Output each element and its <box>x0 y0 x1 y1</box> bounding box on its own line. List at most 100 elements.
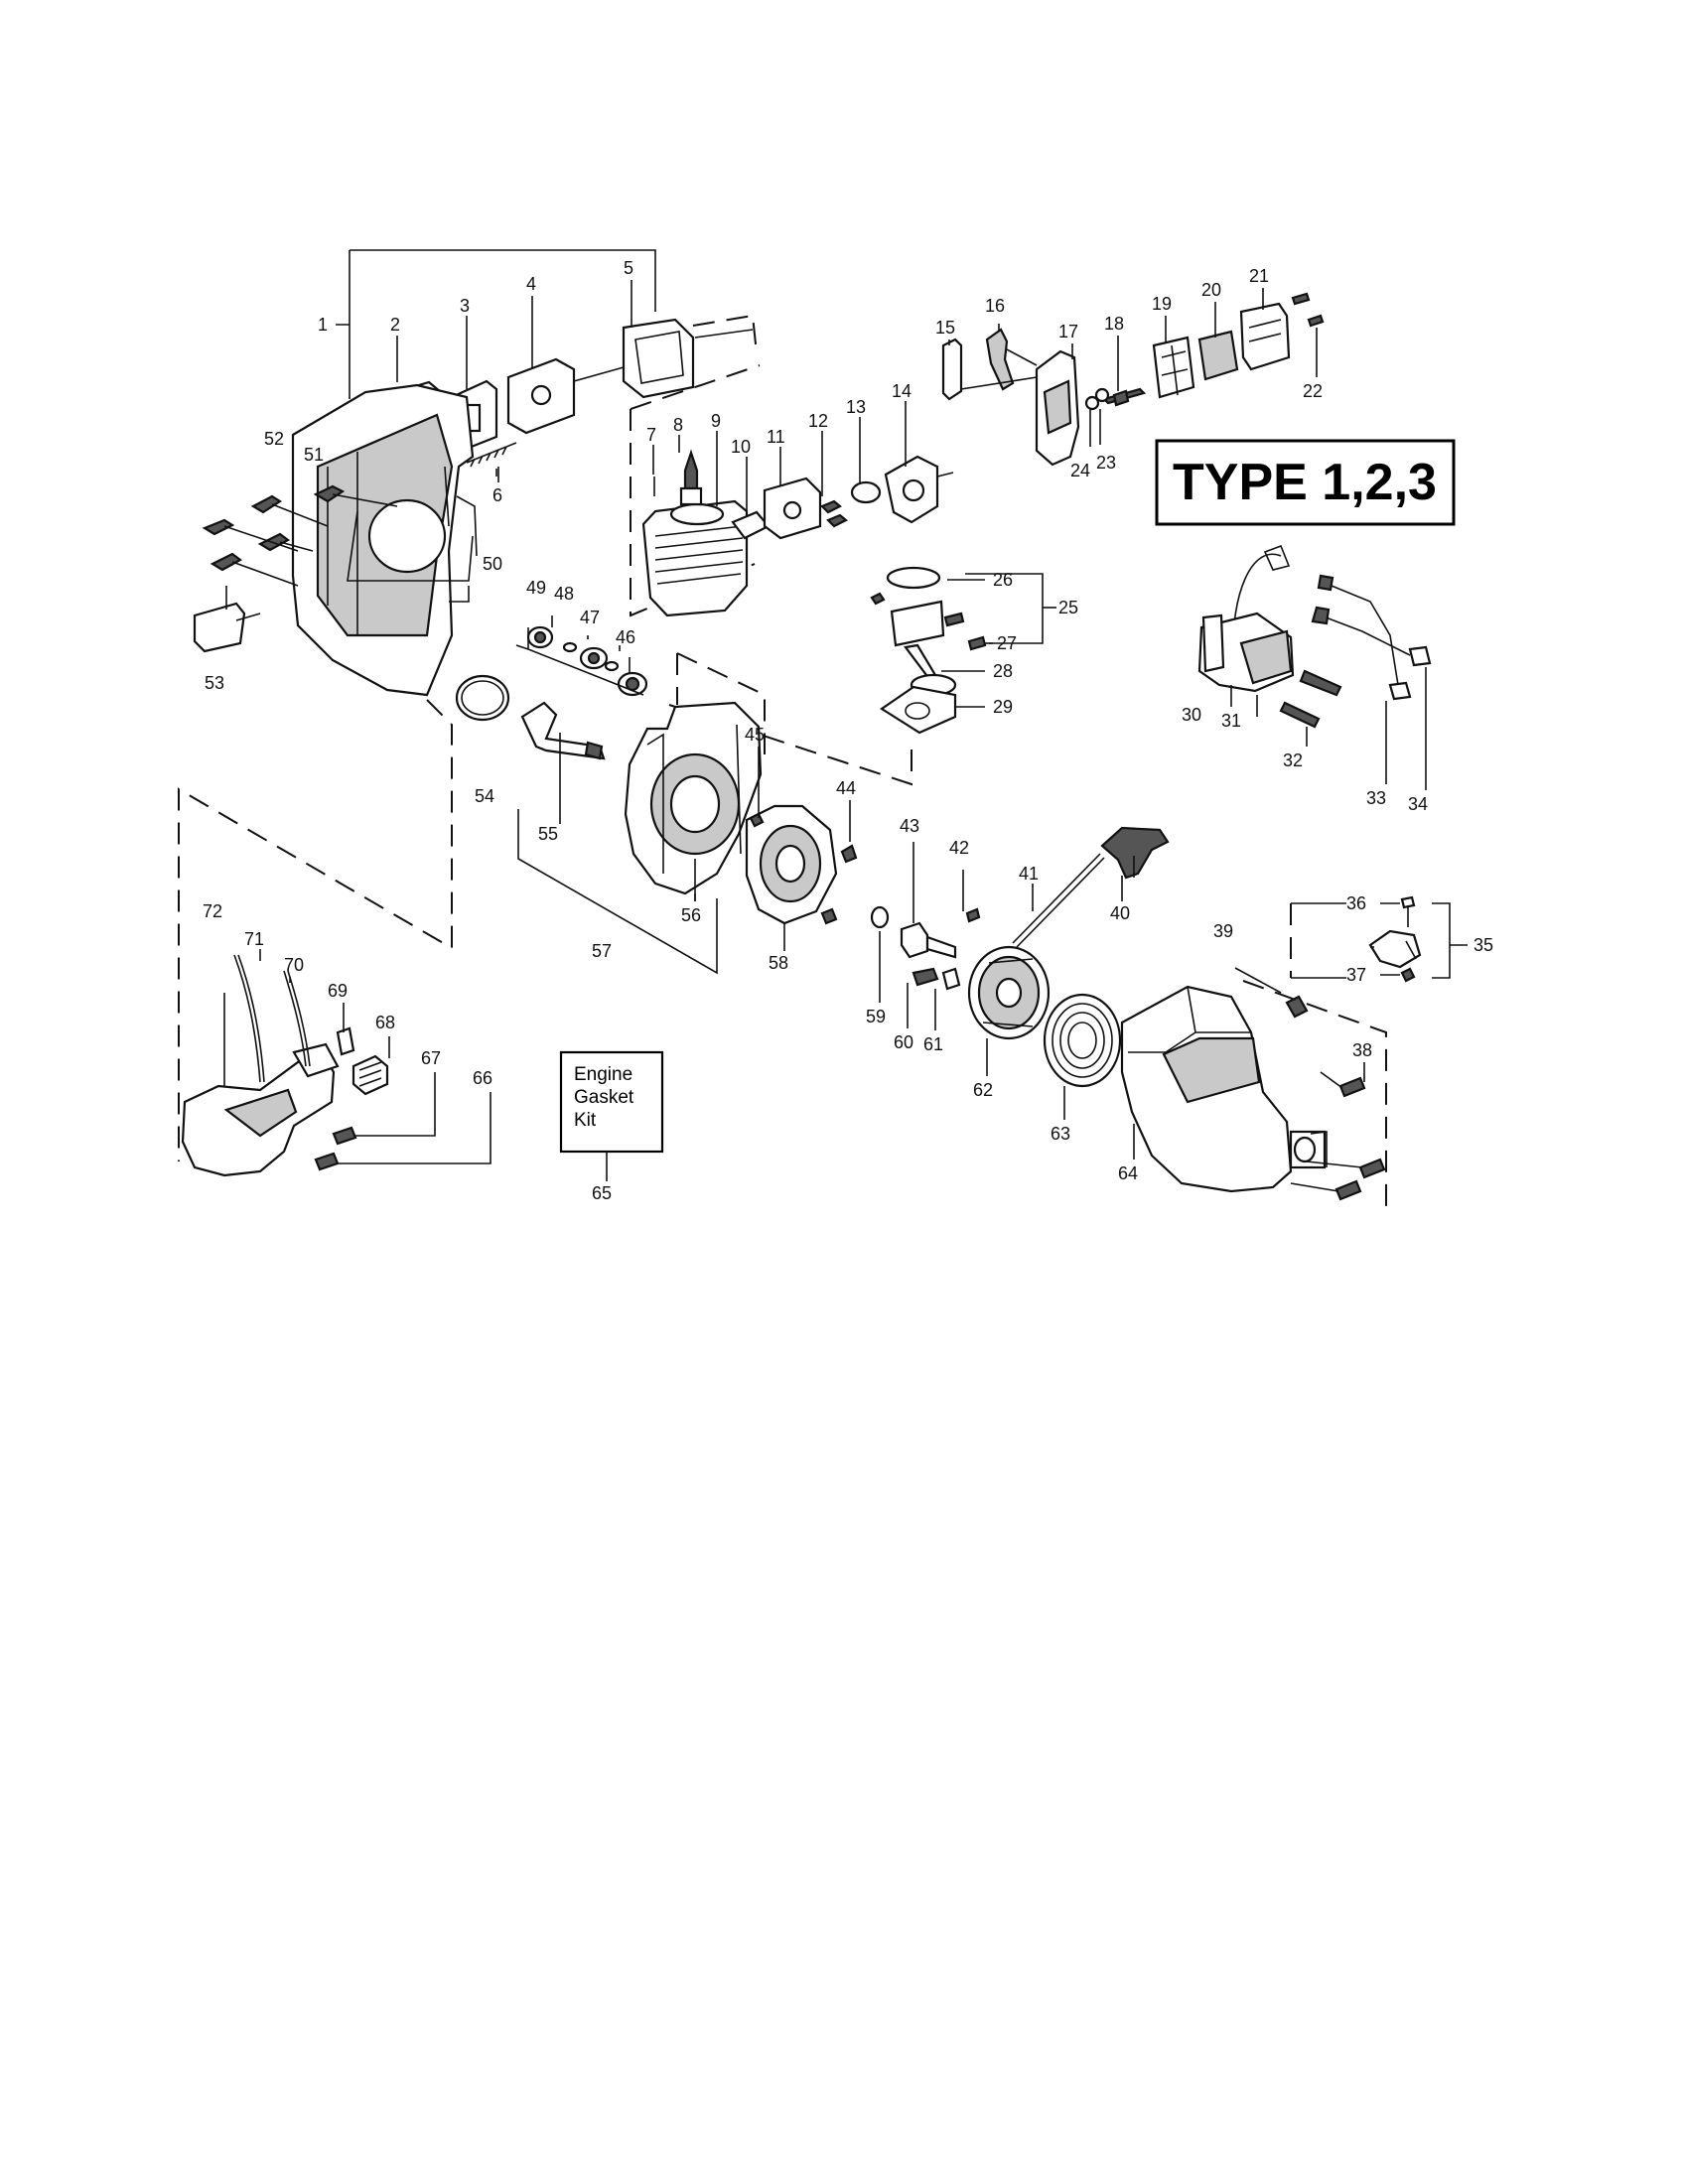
callout-36: 36 <box>1346 893 1366 913</box>
starter-housing-group <box>1120 895 1468 1211</box>
callout-51: 51 <box>304 445 324 465</box>
callout-20: 20 <box>1201 280 1221 300</box>
type-badge: TYPE 1,2,3 <box>1155 439 1456 526</box>
callout-18: 18 <box>1104 314 1124 334</box>
callout-44: 44 <box>836 778 856 798</box>
callout-57: 57 <box>592 941 612 961</box>
svg-text:Engine: Engine <box>574 1064 632 1085</box>
piston-group <box>668 566 987 786</box>
callout-1: 1 <box>318 315 328 335</box>
fuel-line <box>283 970 311 1067</box>
callout-15: 15 <box>935 318 955 338</box>
ignition-group <box>1197 544 1432 729</box>
engine-cover-group <box>193 383 510 722</box>
callout-58: 58 <box>769 953 788 973</box>
callout-69: 69 <box>328 981 348 1001</box>
retaining-ring <box>562 641 578 653</box>
fuel-cap <box>351 1054 389 1096</box>
callout-70: 70 <box>284 955 304 975</box>
callout-21: 21 <box>1249 266 1269 286</box>
callout-22: 22 <box>1303 381 1323 401</box>
callout-61: 61 <box>923 1034 943 1054</box>
callout-12: 12 <box>808 411 828 431</box>
svg-text:Kit: Kit <box>574 1110 597 1131</box>
callout-33: 33 <box>1366 788 1386 808</box>
callout-8: 8 <box>673 415 683 435</box>
callout-54: 54 <box>475 786 494 806</box>
callout-37: 37 <box>1346 965 1366 985</box>
fuel-line <box>233 954 265 1083</box>
ground-wire <box>1326 583 1399 686</box>
callout-16: 16 <box>985 296 1005 316</box>
callout-25: 25 <box>1058 598 1078 617</box>
fuel-tank-group <box>181 954 491 1177</box>
fuel-filter <box>336 1026 355 1056</box>
callout-39: 39 <box>1213 921 1233 941</box>
rewind-spring <box>1043 993 1122 1088</box>
spark-plug-boot-bracket <box>193 602 246 653</box>
callout-14: 14 <box>892 381 912 401</box>
callout-60: 60 <box>894 1032 913 1052</box>
callout-65: 65 <box>592 1183 612 1203</box>
stop-switch-wire <box>1320 614 1411 656</box>
callout-63: 63 <box>1051 1124 1070 1144</box>
o-ring <box>455 674 510 722</box>
callout-40: 40 <box>1110 903 1130 923</box>
piston <box>890 600 945 647</box>
callout-7: 7 <box>646 425 656 445</box>
callout-59: 59 <box>866 1007 886 1026</box>
air-filter-cover <box>1239 302 1291 371</box>
callout-45: 45 <box>745 725 765 745</box>
callout-3: 3 <box>460 296 470 316</box>
crankcase-group <box>517 652 858 975</box>
primer-bulb-plate <box>941 338 963 401</box>
callout-48: 48 <box>554 584 574 604</box>
callout-19: 19 <box>1152 294 1172 314</box>
leader-lines <box>223 280 1427 1160</box>
callout-34: 34 <box>1408 794 1428 814</box>
filter-frame <box>622 318 695 399</box>
callout-5: 5 <box>624 258 633 278</box>
starter-handle <box>1100 826 1170 880</box>
callout-47: 47 <box>580 608 600 627</box>
piston-ring <box>886 566 941 590</box>
callout-26: 26 <box>993 570 1013 590</box>
callout-11: 11 <box>767 427 785 447</box>
callout-53: 53 <box>205 673 224 693</box>
callout-27: 27 <box>997 633 1017 653</box>
clamp <box>1368 929 1422 969</box>
callout-13: 13 <box>846 397 866 417</box>
callout-38: 38 <box>1352 1040 1372 1060</box>
callout-62: 62 <box>973 1080 993 1100</box>
callout-68: 68 <box>375 1013 395 1032</box>
callout-52: 52 <box>264 429 284 449</box>
callout-10: 10 <box>731 437 751 457</box>
svg-text:Gasket: Gasket <box>574 1087 634 1108</box>
cover-screw <box>313 484 346 503</box>
callout-4: 4 <box>526 274 536 294</box>
svg-text:TYPE 1,2,3: TYPE 1,2,3 <box>1173 454 1437 511</box>
callout-29: 29 <box>993 697 1013 717</box>
callout-32: 32 <box>1283 751 1303 770</box>
retaining-ring <box>604 660 620 672</box>
callout-17: 17 <box>1058 322 1078 341</box>
carburetor-gasket <box>850 480 882 504</box>
engine-gasket-kit-box: Engine Gasket Kit <box>559 1050 664 1181</box>
callout-23: 23 <box>1096 453 1116 473</box>
crankshaft-group <box>515 625 648 760</box>
callout-30: 30 <box>1182 705 1201 725</box>
callout-6: 6 <box>492 485 502 505</box>
starter-group <box>870 826 1170 1088</box>
callout-2: 2 <box>390 315 400 335</box>
callout-49: 49 <box>526 578 546 598</box>
callout-64: 64 <box>1118 1163 1138 1183</box>
callout-35: 35 <box>1474 935 1493 955</box>
spark-plug <box>683 449 699 490</box>
part-number-labels: 1 2 3 4 5 6 7 8 9 10 11 12 13 14 15 16 1… <box>203 258 1493 1203</box>
pulley-bolt <box>900 921 929 959</box>
choke-lever <box>985 328 1015 391</box>
connecting-rod <box>904 643 937 681</box>
starter-pawl <box>1285 995 1309 1019</box>
callout-55: 55 <box>538 824 558 844</box>
